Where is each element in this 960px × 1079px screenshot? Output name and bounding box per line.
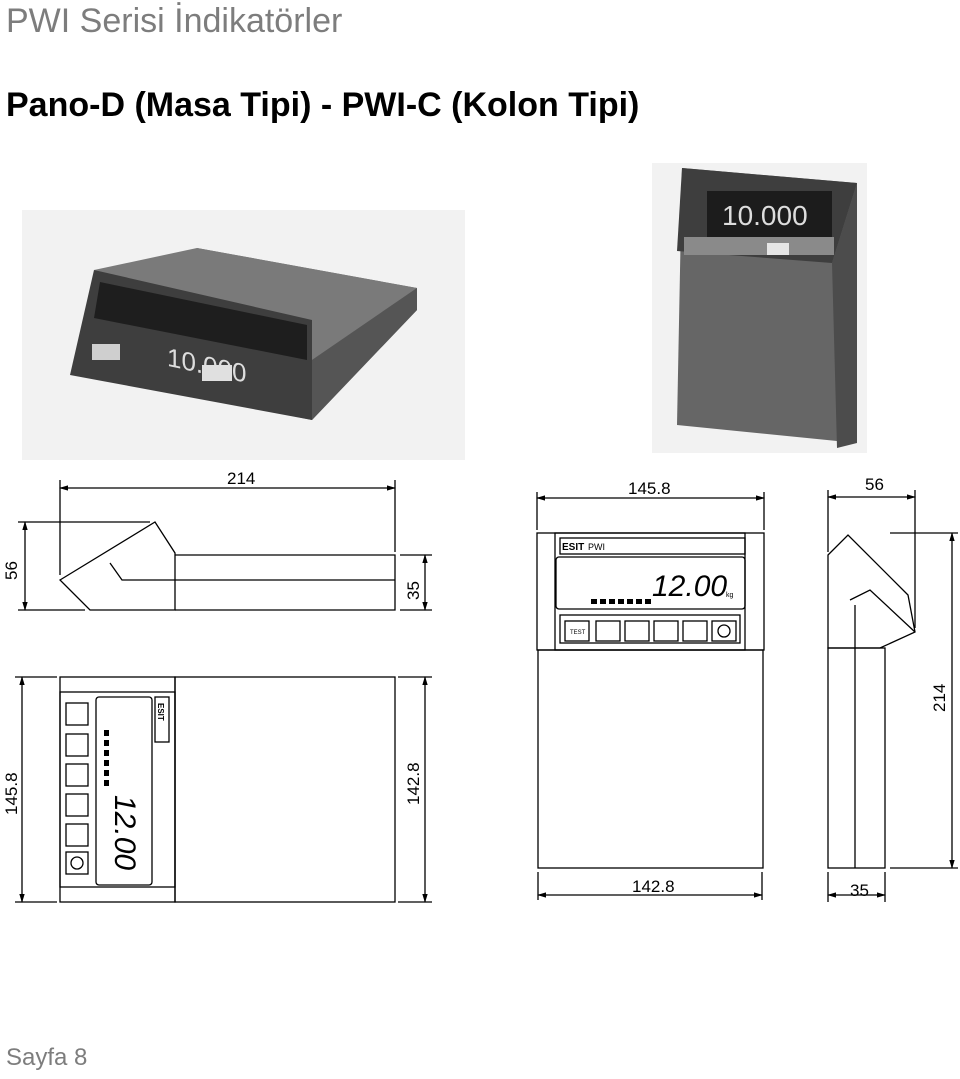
top-brand-label: ESIT <box>156 703 165 721</box>
table-type-photo: 10.000 <box>22 210 465 460</box>
dim-bottom-depth: 35 <box>850 881 869 900</box>
column-type-indicator-image: 10.000 <box>677 168 857 448</box>
front-brand-label: ESIT <box>562 542 584 553</box>
dim-plan-depth: 142.8 <box>404 762 423 805</box>
table-type-indicator-image: 10.000 <box>70 248 417 420</box>
dim-top-width: 214 <box>227 469 255 488</box>
top-display-reading: 12.00 <box>108 795 141 870</box>
test-key-label: TEST <box>570 630 586 636</box>
column-display-reading: 10.000 <box>722 200 808 231</box>
dim-front-width: 145.8 <box>628 479 671 498</box>
column-type-photo: 10.000 <box>652 163 867 453</box>
page-number: Sayfa 8 <box>6 1044 88 1071</box>
dim-bottom-width: 142.8 <box>632 877 675 896</box>
dim-plan-width: 145.8 <box>2 772 21 815</box>
dim-height-right: 214 <box>930 684 949 712</box>
dim-depth-right: 56 <box>865 475 884 494</box>
dim-rear-height: 35 <box>404 581 423 600</box>
dim-side-height: 56 <box>2 561 21 580</box>
page-title: Pano-D (Masa Tipi) - PWI-C (Kolon Tipi) <box>6 86 640 124</box>
header-title: PWI Serisi İndikatörler <box>6 2 343 40</box>
front-unit-label: kg <box>726 592 734 599</box>
front-display-reading: 12.00 <box>652 570 727 603</box>
front-model-label: PWI <box>588 542 605 552</box>
